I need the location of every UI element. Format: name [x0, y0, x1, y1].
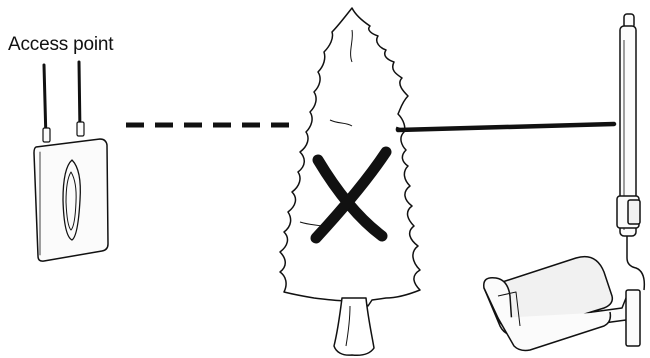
ap-left-antenna-base [43, 128, 50, 142]
tree-icon [280, 8, 420, 355]
security-camera-icon [484, 257, 640, 351]
signal-solid-line [398, 124, 614, 130]
ap-body [34, 139, 108, 261]
tree-canopy [280, 8, 420, 306]
ap-right-antenna-base [77, 122, 84, 136]
camera-wall-plate [626, 290, 640, 346]
camera-housing-body [498, 312, 610, 351]
solid-line-tip [396, 128, 402, 130]
antenna-cable [627, 236, 644, 290]
access-point-icon [34, 62, 108, 261]
outdoor-antenna-icon [617, 14, 644, 290]
antenna-mount-clamp [628, 200, 640, 224]
